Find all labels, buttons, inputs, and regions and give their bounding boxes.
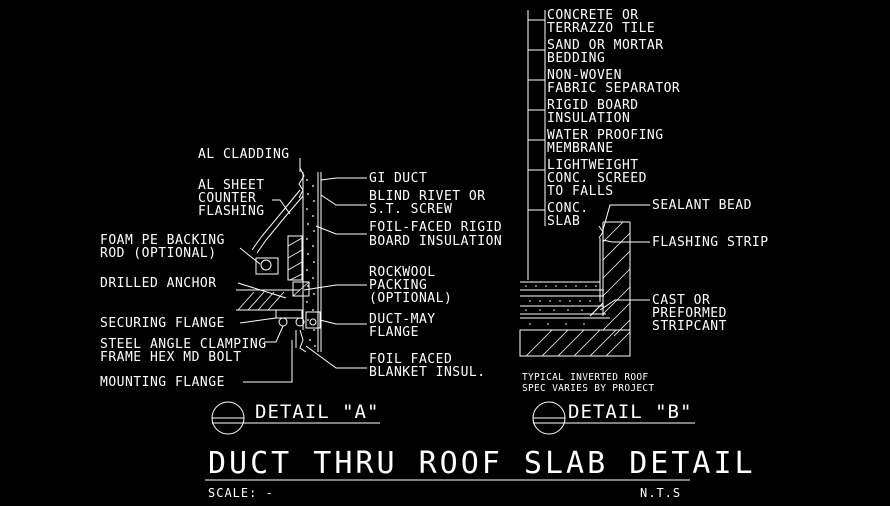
detail-b-label: DETAIL "B" [568, 401, 692, 423]
detail-a-geometry [236, 167, 322, 353]
layer-membrane-2: MEMBRANE [547, 141, 614, 156]
detail-b-layer-labels: CONCRETE OR TERRAZZO TILE SAND OR MORTAR… [547, 8, 680, 229]
layer-sand-mortar-2: BEDDING [547, 51, 605, 66]
callout-blind-rivet-2: S.T. SCREW [369, 202, 452, 217]
detail-a-leaders [237, 158, 367, 383]
tile-layer-dots [525, 285, 601, 325]
detail-a-callouts: AL CLADDING AL SHEET COUNTER FLASHING FO… [100, 147, 502, 390]
layer-membrane-1: WATER PROOFING [547, 128, 664, 143]
callout-rockwool-2: PACKING [369, 278, 427, 293]
callout-foam-1: FOAM PE BACKING [100, 233, 225, 248]
callout-al-sheet-2: COUNTER [198, 191, 256, 206]
layer-rigid-board-2: INSULATION [547, 111, 630, 126]
callout-al-sheet-3: FLASHING [198, 204, 265, 219]
detail-a-label: DETAIL "A" [255, 401, 379, 423]
callout-cast-3: STRIPCANT [652, 319, 727, 334]
slab-hatch [237, 291, 285, 311]
rigid-insulation-hatch [306, 179, 316, 347]
layer-screed-1: LIGHTWEIGHT [547, 158, 639, 173]
callout-cast-2: PREFORMED [652, 306, 727, 321]
detail-b-tag: DETAIL "B" [532, 401, 695, 435]
roof-note-1: TYPICAL INVERTED ROOF [522, 372, 648, 383]
callout-drilled-anchor: DRILLED ANCHOR [100, 276, 217, 291]
scale-value: N.T.S [640, 486, 681, 500]
slab-upstand-hatch [525, 221, 631, 357]
callout-foil-blanket-1: FOIL FACED [369, 352, 452, 367]
layer-fabric-1: NON-WOVEN [547, 68, 622, 83]
layer-concrete-tile-1: CONCRETE OR [547, 8, 639, 23]
callout-foam-2: ROD (OPTIONAL) [100, 246, 217, 261]
layer-rigid-board-1: RIGID BOARD [547, 98, 639, 113]
callout-duct-may-2: FLANGE [369, 325, 419, 340]
layer-sand-mortar-1: SAND OR MORTAR [547, 38, 664, 53]
callout-foil-rigid-1: FOIL-FACED RIGID [369, 220, 502, 235]
callout-mounting-flange: MOUNTING FLANGE [100, 375, 225, 390]
layer-slab-1: CONC. [547, 201, 589, 216]
detail-b-geometry [519, 10, 631, 357]
callout-al-cladding: AL CLADDING [198, 147, 290, 162]
layer-slab-2: SLAB [547, 214, 580, 229]
callout-blind-rivet-1: BLIND RIVET OR [369, 189, 486, 204]
callout-steel-angle-2: FRAME HEX MD BOLT [100, 350, 242, 365]
callout-sealant-bead: SEALANT BEAD [652, 198, 752, 213]
detail-a-tag: DETAIL "A" [211, 401, 380, 435]
callout-al-sheet-1: AL SHEET [198, 178, 265, 193]
callout-securing-flange: SECURING FLANGE [100, 316, 225, 331]
layer-screed-2: CONC. SCREED [547, 171, 647, 186]
title-block: DUCT THRU ROOF SLAB DETAIL SCALE: - N.T.… [205, 446, 756, 500]
roof-note-2: SPEC VARIES BY PROJECT [522, 383, 654, 394]
callout-gi-duct: GI DUCT [369, 171, 427, 186]
callout-cast-1: CAST OR [652, 293, 710, 308]
callout-rockwool-1: ROCKWOOL [369, 265, 436, 280]
callout-foil-rigid-2: BOARD INSULATION [369, 234, 502, 249]
layer-fabric-2: FABRIC SEPARATOR [547, 81, 680, 96]
detail-b-callouts: SEALANT BEAD FLASHING STRIP CAST OR PREF… [522, 198, 769, 394]
callout-steel-angle-1: STEEL ANGLE CLAMPING [100, 337, 267, 352]
callout-rockwool-3: (OPTIONAL) [369, 291, 452, 306]
layer-concrete-tile-2: TERRAZZO TILE [547, 21, 655, 36]
drawing-title: DUCT THRU ROOF SLAB DETAIL [208, 446, 756, 481]
scale-label: SCALE: - [208, 486, 274, 500]
callout-duct-may-1: DUCT-MAY [369, 312, 436, 327]
callout-foil-blanket-2: BLANKET INSUL. [369, 365, 486, 380]
detail-b-leaders [528, 10, 650, 311]
layer-screed-3: TO FALLS [547, 184, 614, 199]
callout-flashing-strip: FLASHING STRIP [652, 235, 769, 250]
